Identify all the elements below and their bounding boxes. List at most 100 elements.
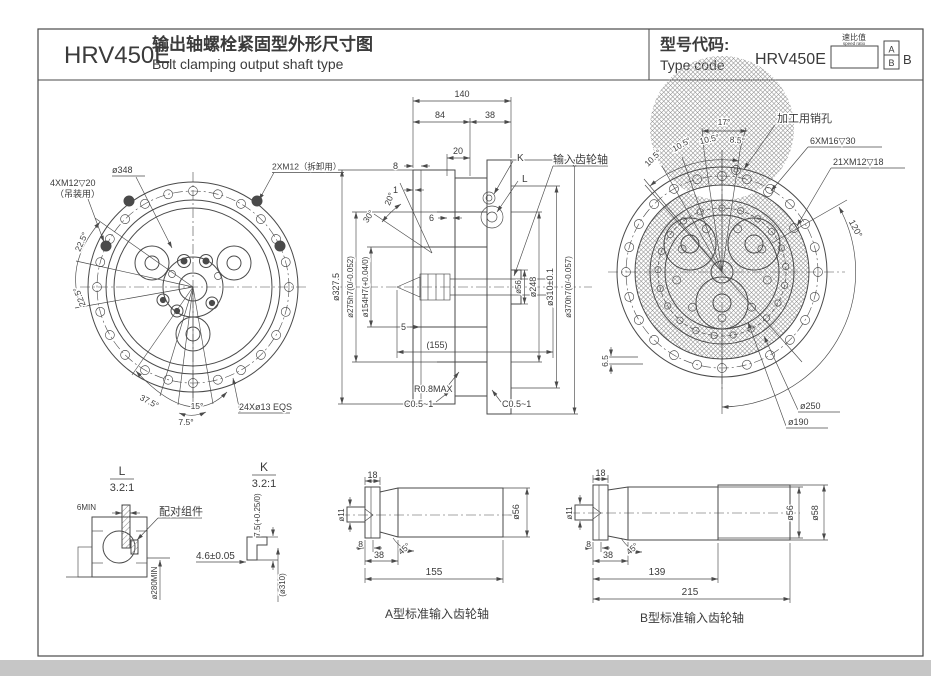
front-tap4-label-2: （吊装用）	[55, 188, 100, 199]
shaft-a-45: 45°	[396, 541, 412, 557]
variant-b: B	[888, 58, 894, 68]
dim-8: 8	[393, 161, 398, 171]
dim-155: (155)	[426, 340, 447, 350]
shaft-b-139: 139	[649, 567, 666, 578]
shaft-a-geometry	[346, 486, 504, 539]
chamfer-label-a: C0.5~1	[404, 399, 433, 409]
title-block-text: HRV450E 输出轴螺栓紧固型外形尺寸图 Bolt clamping outp…	[64, 32, 912, 73]
detail-k-name: K	[260, 460, 268, 474]
section-dim-lines	[338, 97, 608, 415]
shaft-a-8: 8	[358, 539, 363, 549]
fillet-label: R0.8MAX	[414, 384, 453, 394]
front-angle-225-b: 22.5°	[71, 286, 88, 308]
dim-140: 140	[454, 89, 469, 99]
dim-154: ø154H7(+0.04/0)	[361, 256, 370, 317]
rear-view-dim-lines	[606, 124, 905, 429]
tap21-label: 21XM12▽18	[833, 157, 883, 167]
front-angle-15: 15°	[191, 401, 204, 411]
pin-hole-label: 加工用销孔	[777, 111, 832, 125]
shaft-b-view: 18 ø11 8 38 45° 139 215 ø56 ø58 B型标准输入齿轮…	[564, 467, 828, 627]
shaft-b-geometry	[574, 484, 791, 541]
shaft-b-38: 38	[603, 550, 613, 560]
dim-190: ø190	[788, 417, 809, 427]
type-code-model: HRV450E	[755, 51, 826, 68]
rear-angle-120: 120°	[847, 218, 865, 239]
shaft-b-caption: B型标准输入齿轮轴	[640, 610, 744, 625]
shaft-b-215: 215	[682, 587, 699, 598]
detail-l-d280: ø280MIN	[150, 566, 159, 599]
dim-370: ø370h7(0/-0.057)	[564, 256, 573, 318]
detail-l-min6: 6MIN	[77, 503, 96, 512]
tap-hole-4xm12	[100, 240, 112, 252]
variant-a: A	[888, 45, 894, 55]
shaft-b-d11: ø11	[565, 506, 574, 520]
shaft-a-38: 38	[374, 550, 384, 560]
shaft-b-dim-lines	[578, 475, 828, 603]
shaft-b-45: 45°	[624, 541, 640, 557]
front-view-dim-lines	[74, 172, 344, 418]
front-view: ø348 2XM12（拆卸用） 4XM12▽20 （吊装用） 22.5° 22.…	[49, 160, 344, 428]
front-angle-375: 37.5°	[138, 392, 160, 410]
dim-84: 84	[435, 110, 445, 120]
front-holes-label: 24Xø13 EQS	[239, 402, 292, 412]
shaft-a-caption: A型标准输入齿轮轴	[385, 606, 489, 621]
type-code-cn: 型号代码:	[660, 35, 729, 54]
section-labels: 140 84 38 20 8 1 6 5 (155) 30° 20° K L 输…	[330, 88, 610, 411]
dim-65: 6.5	[600, 355, 610, 367]
front-tap2-label: 2XM12（拆卸用）	[272, 162, 341, 172]
dim-56: ø56	[514, 280, 523, 294]
front-dia-label: ø348	[112, 165, 133, 175]
dim-38: 38	[485, 110, 495, 120]
shaft-a-dim-lines	[348, 477, 530, 583]
ratio-label-cn: 速比值	[842, 32, 866, 42]
detail-k-scale: 3.2:1	[252, 478, 276, 490]
page-edge-shadow	[0, 660, 931, 676]
detail-ref-l: L	[522, 174, 528, 185]
section-geometry	[396, 159, 554, 415]
shaft-b-8: 8	[586, 539, 591, 549]
dim-250: ø250	[800, 401, 821, 411]
dim-5: 5	[401, 322, 406, 332]
detail-l-geometry	[66, 504, 170, 578]
rear-view: 17° 10.5° 10.5° 10.5° 8.5° 加工用销孔 6XM16▽3…	[599, 56, 905, 429]
rear-angle-17: 17°	[718, 117, 731, 127]
shaft-a-d11: ø11	[337, 508, 346, 522]
dim-6: 6	[429, 213, 434, 223]
dim-275: ø275h7(0/-0.052)	[346, 256, 355, 318]
detail-k-dim-lines	[196, 527, 280, 602]
dim-327: ø327.5	[331, 273, 341, 301]
variant-suffix: B	[903, 52, 912, 67]
shaft-b-labels: 18 ø11 8 38 45° 139 215 ø56 ø58 B型标准输入齿轮…	[564, 467, 822, 627]
shaft-a-view: 18 ø11 8 38 45° 155 ø56 A型标准输入齿轮轴	[336, 469, 530, 622]
title-cn: 输出轴螺栓紧固型外形尺寸图	[152, 34, 373, 54]
model-name: HRV450E	[64, 42, 170, 69]
shaft-a-18: 18	[367, 470, 377, 480]
shaft-a-155: 155	[426, 567, 443, 578]
dim-20: 20	[453, 146, 463, 156]
front-tap4-label-1: 4XM12▽20	[50, 178, 95, 188]
shaft-b-18: 18	[595, 468, 605, 478]
shaft-b-d56: ø56	[785, 505, 795, 521]
ratio-value-box	[830, 45, 879, 69]
shaft-b-d58: ø58	[810, 505, 820, 521]
chamfer-label-b: C0.5~1	[502, 399, 531, 409]
detail-k-d310: (ø310)	[278, 573, 287, 597]
detail-l-name: L	[119, 464, 126, 478]
detail-k: K 3.2:1 7.5(+0.25/0) 4.6±0.05 (ø310)	[195, 459, 288, 602]
detail-k-geometry	[246, 536, 268, 561]
detail-k-w46: 4.6±0.05	[196, 551, 235, 562]
dim-1: 1	[393, 185, 398, 195]
title-en: Bolt clamping output shaft type	[152, 56, 344, 72]
section-view: 140 84 38 20 8 1 6 5 (155) 30° 20° K L 输…	[330, 88, 610, 415]
front-angle-225-a: 22.5°	[73, 231, 90, 253]
angle-30: 30°	[361, 208, 376, 224]
detail-l-scale: 3.2:1	[110, 482, 134, 494]
dim-310: ø310±0.1	[545, 268, 555, 306]
detail-k-h75: 7.5(+0.25/0)	[253, 493, 262, 537]
detail-l-mating-label: 配对组件	[159, 504, 203, 518]
detail-ref-k: K	[517, 153, 524, 164]
shaft-a-d56: ø56	[511, 504, 521, 520]
ratio-label-en: speed ratio	[843, 41, 866, 46]
front-angle-75: 7.5°	[178, 417, 193, 427]
